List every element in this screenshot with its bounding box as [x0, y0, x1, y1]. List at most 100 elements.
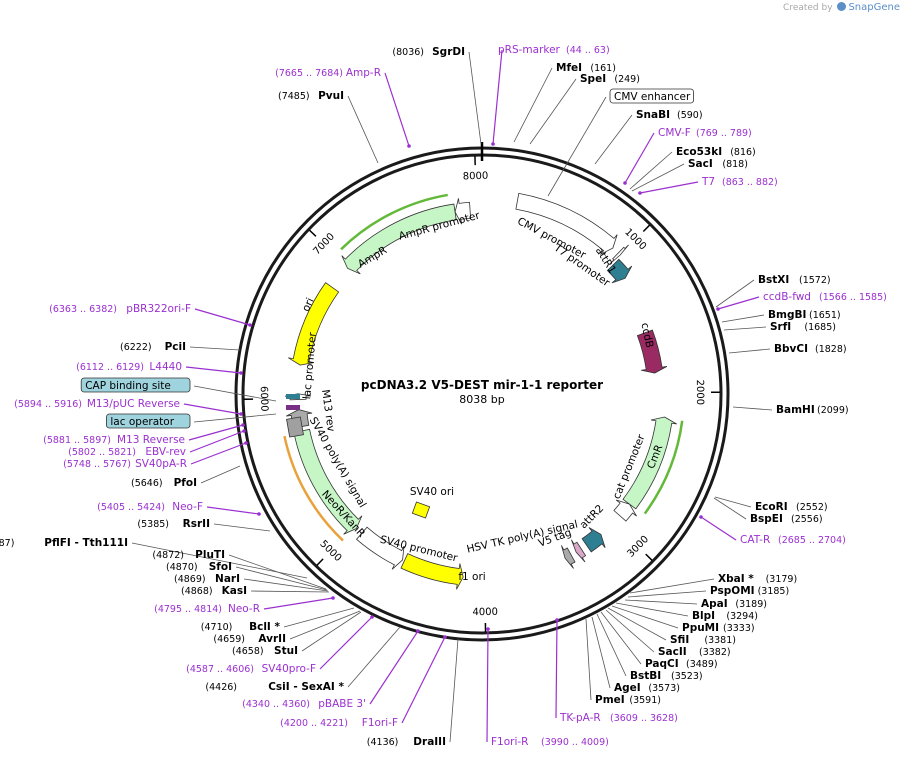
site-position: (4872) — [152, 550, 184, 561]
feature-cmv-promoter — [515, 192, 618, 255]
restriction-site-label[interactable]: EcoRI(2552) — [755, 501, 828, 513]
leader-line — [189, 430, 245, 453]
feature-label: ccdB — [638, 322, 655, 349]
feature-box-label[interactable]: CMV enhancer — [609, 88, 694, 104]
primer-label[interactable]: TK-pA-R(3609 .. 3628) — [559, 712, 678, 724]
restriction-site-label[interactable]: XbaI *(3179) — [718, 573, 797, 585]
primer-label[interactable]: pRS-marker(44 .. 63) — [498, 44, 610, 56]
restriction-site-label[interactable]: PfoI(5646) — [131, 477, 197, 489]
site-name: CAT-R — [740, 534, 770, 546]
primer-label[interactable]: F1ori-R(3990 .. 4009) — [491, 736, 609, 748]
restriction-site-label[interactable]: BmgBI(1651) — [768, 309, 841, 321]
primer-label[interactable]: ccdB-fwd(1566 .. 1585) — [763, 291, 887, 303]
leader-line — [714, 496, 752, 508]
site-position: (44 .. 63) — [566, 45, 610, 56]
primer-bind-site — [257, 512, 261, 516]
restriction-site-label[interactable]: BlpI(3294) — [692, 610, 758, 622]
site-position: (1572) — [799, 275, 831, 286]
restriction-site-label[interactable]: NarI(4869) — [174, 573, 240, 585]
restriction-site-label[interactable]: ApaI(3189) — [701, 598, 767, 610]
restriction-site-label[interactable]: PaqCI(3489) — [645, 658, 718, 670]
primer-bind-site — [555, 618, 559, 622]
restriction-site-label[interactable]: AvrII(4659) — [213, 633, 286, 645]
primer-label[interactable]: Neo-R (4795 .. 4814) — [154, 603, 260, 615]
restriction-site-label[interactable]: BspEI(2556) — [750, 513, 823, 525]
restriction-site-label[interactable]: DraIII(4136) — [367, 736, 446, 748]
feature-label: lac promoter — [301, 331, 319, 400]
restriction-site-label[interactable]: SnaBI(590) — [636, 109, 703, 121]
primer-label[interactable]: T7(863 .. 882) — [701, 176, 778, 188]
restriction-site-label[interactable]: SfiI(3381) — [670, 634, 736, 646]
restriction-site-label[interactable]: BstBI(3523) — [630, 670, 703, 682]
leader-line — [468, 51, 482, 145]
primer-label[interactable]: SV40pA-R(5748 .. 5767) — [63, 458, 187, 470]
restriction-site-label[interactable]: PspOMI(3185) — [710, 585, 789, 597]
site-position: (6363 .. 6382) — [49, 304, 117, 315]
feature-ccdb — [636, 329, 668, 374]
restriction-site-label[interactable]: MfeI(161) — [556, 62, 616, 74]
restriction-site-label[interactable]: PvuI(7485) — [278, 90, 344, 102]
site-name: SrfI — [770, 321, 791, 333]
primer-label[interactable]: pBR322ori-F (6363 .. 6382) — [49, 303, 191, 315]
site-position: (1566 .. 1585) — [819, 292, 887, 303]
primer-bind-site — [244, 441, 248, 445]
created-by-text: Created by — [783, 3, 833, 13]
site-name: RsrII — [183, 518, 210, 530]
primer-label[interactable]: Amp-R(7665 .. 7684) — [275, 67, 381, 79]
restriction-site-label[interactable]: SfoI(4870) — [166, 561, 232, 573]
site-name: DraIII — [413, 736, 446, 748]
feature-ori — [288, 282, 340, 366]
primer-label[interactable]: M13 Reverse(5881 .. 5897) — [43, 434, 185, 446]
site-name: L4440 — [149, 361, 182, 373]
feature-label: SV40 ori — [410, 486, 454, 498]
restriction-site-label[interactable]: PpuMI(3333) — [682, 622, 755, 634]
site-position: (3382) — [699, 647, 731, 658]
restriction-site-label[interactable]: RsrII(5385) — [137, 518, 210, 530]
tick-mark — [316, 558, 324, 566]
feature-highlight-neor-kanr — [283, 435, 344, 542]
primer-label[interactable]: CAT-R(2685 .. 2704) — [740, 534, 846, 546]
site-name: PpuMI — [682, 622, 719, 634]
site-name: Neo-R — [228, 603, 260, 615]
restriction-site-label[interactable]: Eco53kI(816) — [676, 146, 756, 158]
restriction-site-label[interactable]: CsiI - SexAI *(4426) — [205, 681, 344, 693]
site-position: (4710) — [201, 622, 233, 633]
restriction-site-label[interactable]: SacII(3382) — [658, 646, 731, 658]
restriction-site-label[interactable]: KasI(4868) — [181, 585, 247, 597]
restriction-site-label[interactable]: PflFI - Tth111I(4987) — [0, 537, 128, 549]
restriction-site-label[interactable]: BamHI(2099) — [776, 404, 849, 416]
site-position: (3381) — [704, 635, 736, 646]
restriction-site-label[interactable]: SacI(818) — [688, 158, 748, 170]
site-position: (5646) — [131, 478, 163, 489]
restriction-site-label[interactable]: SrfI(1685) — [770, 321, 836, 333]
feature-box-label[interactable]: CAP binding site — [80, 377, 191, 393]
restriction-site-label[interactable]: AgeI(3573) — [614, 682, 680, 694]
restriction-site-label[interactable]: PmeI(3591) — [595, 694, 661, 706]
leader-line — [715, 279, 755, 308]
leader-line — [605, 609, 655, 653]
restriction-site-label[interactable]: PciI(6222) — [120, 341, 186, 353]
restriction-site-label[interactable]: BstXI(1572) — [758, 274, 831, 286]
restriction-site-label[interactable]: PluTI(4872) — [152, 549, 225, 561]
primer-label[interactable]: L4440(6112 .. 6129) — [76, 361, 182, 373]
restriction-site-label[interactable]: StuI(4658) — [232, 645, 298, 657]
site-name: pBR322ori-F — [126, 303, 191, 315]
restriction-site-label[interactable]: SpeI(249) — [580, 73, 640, 85]
primer-label[interactable]: pBABE 3'(4340 .. 4360) — [242, 698, 366, 710]
site-position: (4795 .. 4814) — [154, 604, 222, 615]
primer-label[interactable]: CMV-F(769 .. 789) — [658, 127, 752, 139]
primer-label[interactable]: F1ori-F(4200 .. 4221) — [280, 717, 398, 729]
feature-cat-promoter — [613, 499, 637, 522]
primer-label[interactable]: M13/pUC Reverse(5894 .. 5916) — [14, 398, 180, 410]
primer-label[interactable]: Neo-F(5405 .. 5424) — [97, 501, 203, 513]
feature-box-label[interactable]: lac operator — [106, 413, 191, 429]
feature-label: f1 ori — [458, 571, 485, 583]
restriction-site-label[interactable]: SgrDI(8036) — [392, 46, 465, 58]
restriction-site-label[interactable]: BclI *(4710) — [201, 621, 281, 633]
primer-bind-site — [239, 371, 243, 375]
primer-label[interactable]: SV40pro-F(4587 .. 4606) — [186, 663, 316, 675]
restriction-site-label[interactable]: BbvCI(1828) — [774, 343, 847, 355]
site-name: KasI — [222, 585, 247, 597]
primer-label[interactable]: EBV-rev(5802 .. 5821) — [68, 446, 186, 458]
